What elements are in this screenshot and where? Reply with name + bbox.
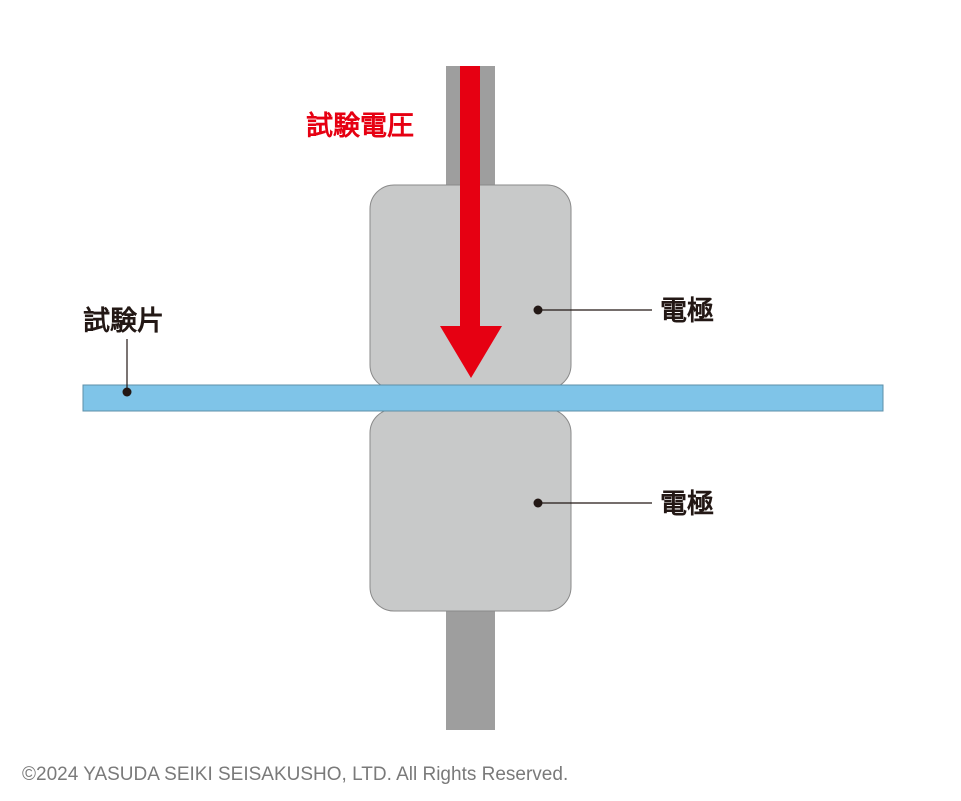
lower-electrode <box>369 408 572 612</box>
voltage-arrow-head <box>440 326 502 378</box>
voltage-arrow-shaft <box>460 66 480 328</box>
lower-electrode-leader-dot <box>533 498 543 508</box>
specimen-leader-dot <box>122 387 132 397</box>
upper-electrode-label: 電極 <box>660 296 714 327</box>
lower-electrode-label: 電極 <box>660 489 714 520</box>
upper-electrode-leader-dot <box>533 305 543 315</box>
lower-rod <box>446 608 495 730</box>
copyright-notice: ©2024 YASUDA SEIKI SEISAKUSHO, LTD. All … <box>22 764 569 785</box>
test-specimen <box>82 384 884 412</box>
specimen-label: 試験片 <box>83 305 164 337</box>
test-voltage-label: 試験電圧 <box>306 110 414 142</box>
